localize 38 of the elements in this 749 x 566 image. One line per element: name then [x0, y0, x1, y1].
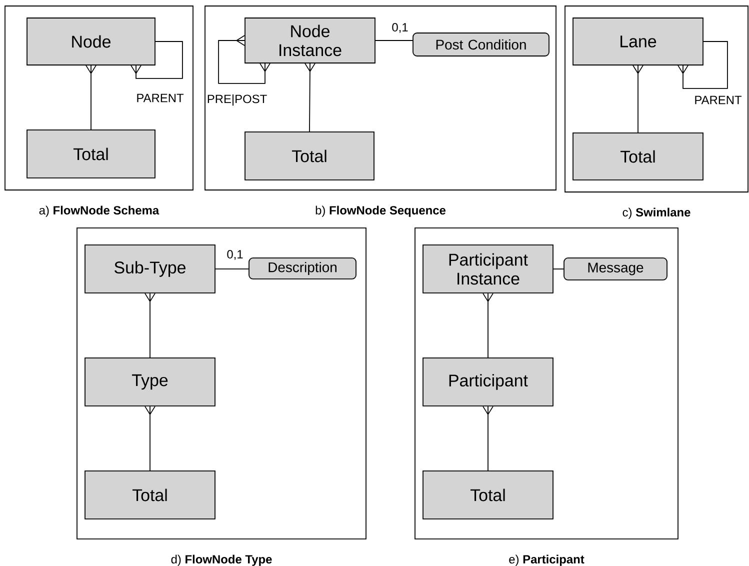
connector [86, 65, 96, 130]
connector [218, 35, 270, 84]
connector [375, 40, 413, 41]
edge-label: PRE|POST [206, 93, 268, 107]
entity-box: Sub-Type [84, 244, 216, 294]
node-label: e) Participant [509, 554, 584, 566]
entity-box: Node Instance [244, 18, 376, 64]
connector [130, 41, 183, 79]
entity-box: Total [84, 470, 216, 520]
entity-box: Participant Instance [422, 244, 554, 294]
connector [678, 41, 728, 89]
edge-label: 0,1 [390, 22, 410, 34]
node-label: c) Swimlane [622, 208, 690, 219]
edge-label: 0,1 [226, 249, 244, 261]
attribute-box: Message [564, 258, 668, 280]
connector [304, 62, 316, 132]
node-label: a) FlowNode Schema [39, 206, 160, 217]
entity-box: Total [422, 470, 554, 520]
node-label: d) FlowNode Type [171, 554, 272, 566]
connector [144, 293, 156, 358]
entity-box: Participant [422, 358, 554, 406]
connector [215, 268, 249, 270]
entity-box: Lane [572, 18, 704, 66]
connector [482, 293, 494, 358]
connector [482, 406, 494, 471]
entity-box: Total [26, 130, 156, 178]
node-label: b) FlowNode Sequence [316, 206, 446, 217]
edge-label: PARENT [135, 92, 185, 104]
edge-label: PARENT [693, 94, 743, 106]
entity-box: Type [84, 358, 216, 406]
attribute-box: Description [248, 258, 356, 280]
connector [553, 268, 564, 270]
entity-box: Total [244, 132, 374, 180]
connector [144, 406, 156, 471]
attribute-box: Post Condition [412, 32, 550, 56]
connector [632, 65, 644, 133]
entity-box: Total [572, 132, 704, 180]
entity-box: Node [26, 18, 156, 66]
